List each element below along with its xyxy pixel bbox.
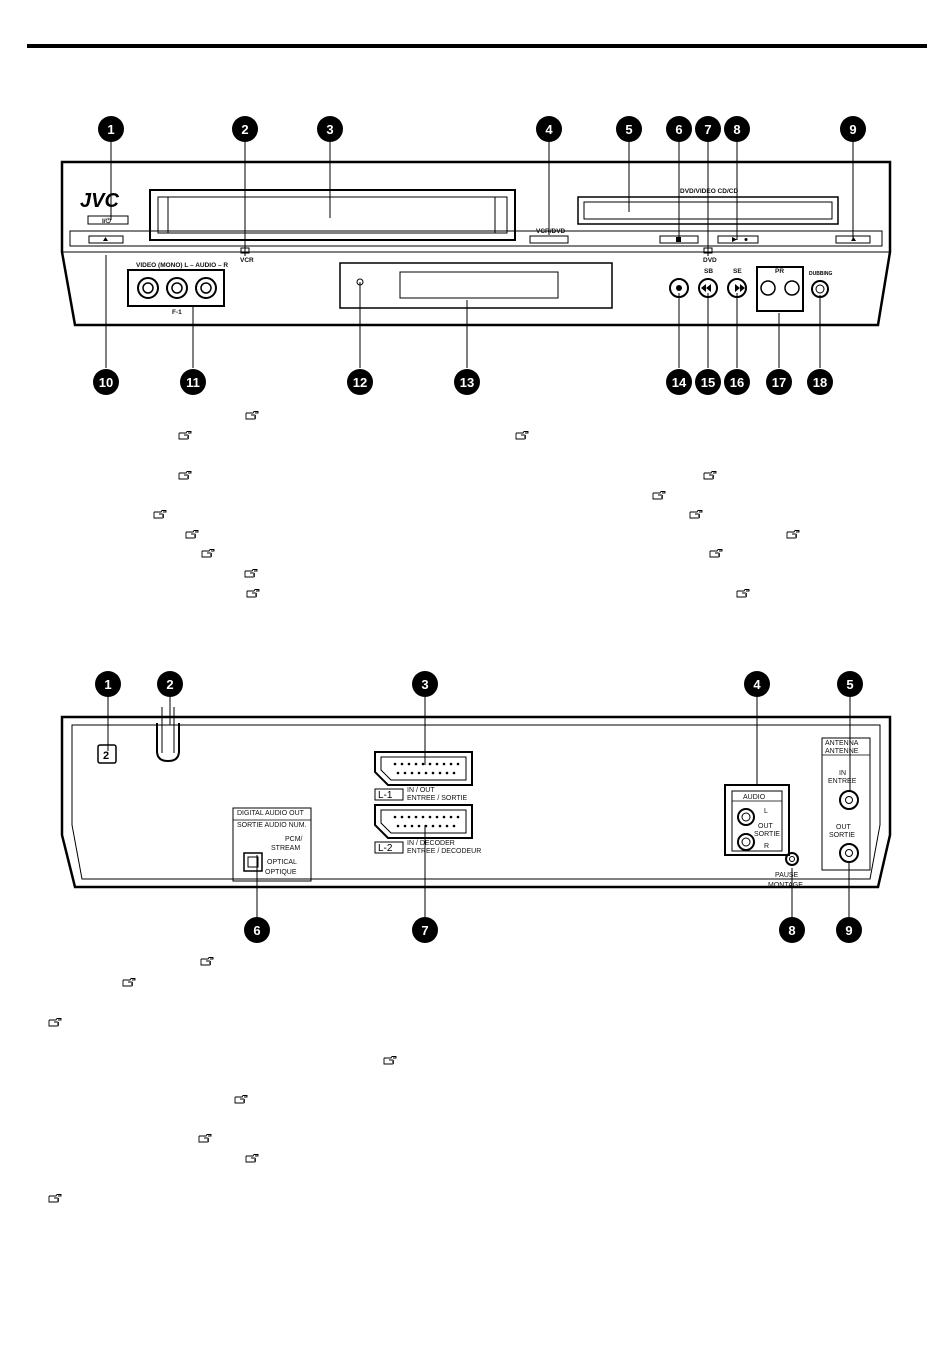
- l1-text-1: IN / OUT: [407, 787, 435, 794]
- l2-text-1: IN / DECODER: [407, 840, 455, 847]
- pointing-hand-icon: [245, 1153, 259, 1164]
- pointing-hand-icon: [736, 588, 750, 599]
- optique-label: OPTIQUE: [265, 869, 297, 876]
- vcr-indicator-label: VCR: [240, 257, 254, 264]
- pointing-hand-icon: [709, 548, 723, 559]
- pointing-hand-icon: [703, 470, 717, 481]
- callout-10: 10: [99, 375, 113, 390]
- l1-text-2: ENTREE / SORTIE: [407, 795, 467, 802]
- callout-1: 1: [107, 122, 114, 137]
- optical-label: OPTICAL: [267, 859, 297, 866]
- l2-text-2: ENTREE / DECODEUR: [407, 848, 481, 855]
- header-rule: [27, 44, 927, 48]
- ff-label: SE: [733, 268, 742, 275]
- pointing-hand-icon: [178, 430, 192, 441]
- callout-8: 8: [733, 122, 740, 137]
- ant-in-label: IN: [839, 770, 846, 777]
- disc-tray-label: DVD/VIDEO CD/CD: [680, 188, 738, 195]
- pointing-hand-icon: [244, 568, 258, 579]
- pointing-hand-icon: [515, 430, 529, 441]
- sortie-audio-num-label: SORTIE AUDIO NUM.: [237, 822, 307, 829]
- callout-12: 12: [353, 375, 367, 390]
- front-input-label: VIDEO (MONO) L – AUDIO – R: [136, 262, 228, 269]
- pointing-hand-icon: [246, 588, 260, 599]
- pointing-hand-icon: [185, 529, 199, 540]
- digital-audio-out-label: DIGITAL AUDIO OUT: [237, 810, 305, 817]
- rear-callout-1: 1: [104, 677, 111, 692]
- callout-13: 13: [460, 375, 474, 390]
- pr-label: PR: [775, 268, 784, 275]
- rear-callout-9: 9: [845, 923, 852, 938]
- power-button-label: I/⏻: [102, 217, 112, 225]
- pointing-hand-icon: [178, 470, 192, 481]
- l1-tag: L-1: [378, 790, 393, 801]
- pointing-hand-icon: [383, 1055, 397, 1066]
- dubbing-button-label: DUBBING: [809, 271, 832, 277]
- callout-14: 14: [672, 375, 687, 390]
- pause-label: PAUSE: [775, 872, 799, 879]
- callout-5: 5: [625, 122, 632, 137]
- dvd-indicator-label: DVD: [703, 257, 717, 264]
- pointing-hand-icon: [689, 509, 703, 520]
- front-callouts-bottom: 10 11 12 13 14 15 16 17 18: [93, 369, 833, 395]
- antenne-label: ANTENNE: [825, 748, 859, 755]
- rewind-label: SB: [704, 268, 713, 275]
- callout-7: 7: [704, 122, 711, 137]
- audio-r-label: R: [764, 843, 769, 850]
- rear-callout-2: 2: [166, 677, 173, 692]
- callout-2: 2: [241, 122, 248, 137]
- rear-callout-7: 7: [421, 923, 428, 938]
- callout-3: 3: [326, 122, 333, 137]
- pointing-hand-icon: [122, 977, 136, 988]
- front-panel-diagram: JVC I/⏻ VCR VCR/DVD DVD/VIDEO CD/CD DVD …: [60, 116, 892, 395]
- pointing-hand-icon: [198, 1133, 212, 1144]
- pointing-hand-icon: [245, 410, 259, 421]
- pcm-label: PCM/: [285, 836, 303, 843]
- scart-pins: [393, 762, 460, 828]
- l2-tag: L-2: [378, 843, 393, 854]
- audio-out-label: OUT: [758, 823, 774, 830]
- callout-17: 17: [772, 375, 786, 390]
- rear-callouts-top: 1 2 3 4 5: [95, 671, 863, 697]
- pointing-hand-icon: [786, 529, 800, 540]
- callout-6: 6: [675, 122, 682, 137]
- pointing-hand-icon: [234, 1094, 248, 1105]
- callout-15: 15: [701, 375, 715, 390]
- pointing-hand-icon: [200, 956, 214, 967]
- rear-callout-6: 6: [253, 923, 260, 938]
- pointing-hand-icon: [201, 548, 215, 559]
- montage-label: MONTAGE: [768, 882, 803, 889]
- ant-entree-label: ENTREE: [828, 778, 857, 785]
- ant-sortie-label: SORTIE: [829, 832, 855, 839]
- rear-callouts-bottom: 6 7 8 9: [244, 917, 862, 943]
- callout-11: 11: [186, 375, 200, 390]
- rear-callout-3: 3: [421, 677, 428, 692]
- rear-callout-8: 8: [788, 923, 795, 938]
- pointing-hand-icon: [652, 490, 666, 501]
- callout-18: 18: [813, 375, 827, 390]
- audio-label: AUDIO: [743, 794, 766, 801]
- pointing-hand-icon: [48, 1017, 62, 1028]
- audio-sortie-label: SORTIE: [754, 831, 780, 838]
- rear-callout-5: 5: [846, 677, 853, 692]
- callout-16: 16: [730, 375, 744, 390]
- rear-panel-diagram: 2 DIGITAL AUDIO OUT SORTIE AUDIO NUM. PC…: [60, 671, 892, 943]
- rear-callout-4: 4: [753, 677, 761, 692]
- callout-4: 4: [545, 122, 553, 137]
- vcr-dvd-button-label: VCR/DVD: [536, 228, 566, 235]
- pointing-hand-icon: [48, 1193, 62, 1204]
- brand-logo: JVC: [80, 190, 119, 212]
- pointing-hand-icon: [153, 509, 167, 520]
- callout-9: 9: [849, 122, 856, 137]
- front-callouts-top: 1 2 3 4 5 6 7 8 9: [98, 116, 866, 142]
- power-cord-badge: 2: [103, 750, 109, 762]
- stream-label: STREAM: [271, 845, 300, 852]
- audio-l-label: L: [764, 808, 768, 815]
- antenna-label: ANTENNA: [825, 740, 859, 747]
- ant-out-label: OUT: [836, 824, 852, 831]
- front-input-name: F-1: [172, 309, 182, 316]
